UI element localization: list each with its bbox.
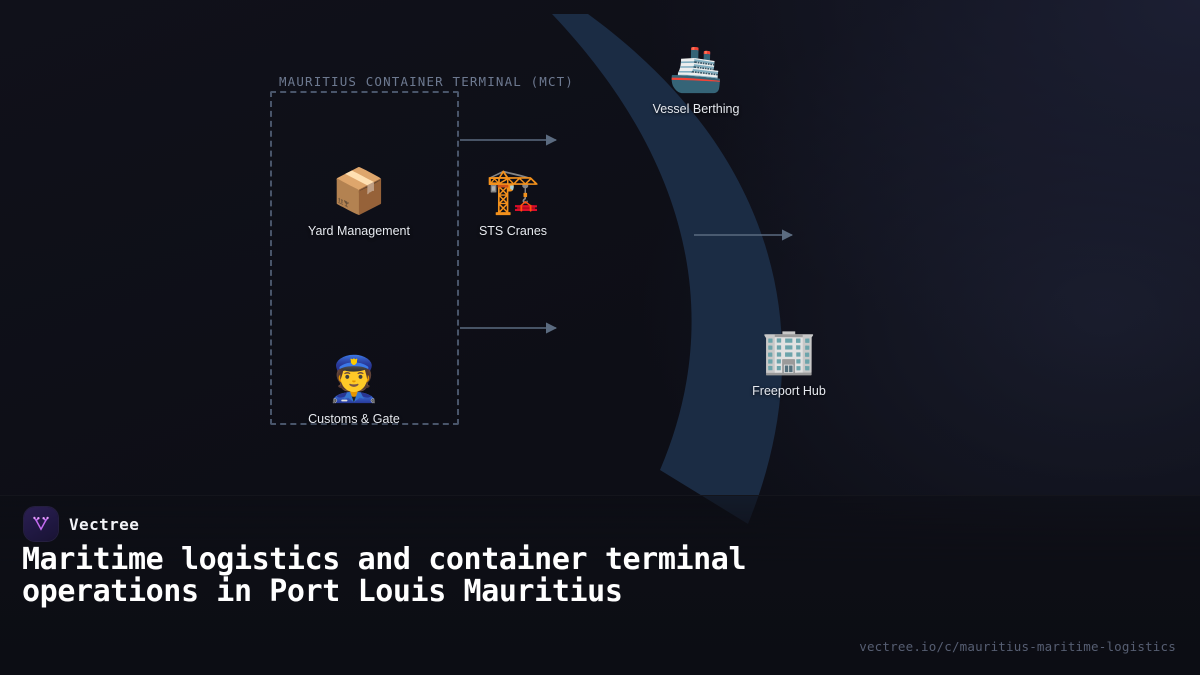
node-label-freeport-hub: Freeport Hub	[752, 384, 826, 398]
diagram-area: MAURITIUS CONTAINER TERMINAL (MCT) 📦 Yar…	[270, 44, 864, 426]
group-title-mct: MAURITIUS CONTAINER TERMINAL (MCT)	[279, 74, 574, 89]
node-label-yard-management: Yard Management	[308, 224, 410, 238]
brand-name: Vectree	[69, 514, 140, 534]
connector-arrows	[460, 134, 794, 334]
node-sts-cranes[interactable]: 🏗️ STS Cranes	[438, 166, 588, 238]
brand-block: Vectree	[24, 507, 139, 541]
node-vessel-berthing[interactable]: 🚢 Vessel Berthing	[621, 44, 771, 116]
footer-bar: Vectree Maritime logistics and container…	[0, 495, 1200, 675]
page-url: vectree.io/c/mauritius-maritime-logistic…	[859, 639, 1176, 654]
node-yard-management[interactable]: 📦 Yard Management	[284, 166, 434, 238]
office-building-icon: 🏢	[761, 326, 817, 377]
node-label-sts-cranes: STS Cranes	[478, 224, 548, 238]
node-freeport-hub[interactable]: 🏢 Freeport Hub	[714, 326, 864, 398]
vectree-logo-icon	[24, 507, 58, 541]
passenger-ship-icon: 🚢	[668, 44, 724, 95]
group-boundary-mct	[270, 91, 459, 425]
construction-crane-icon: 🏗️	[485, 166, 541, 217]
police-officer-icon: 👮	[326, 354, 382, 405]
page-headline: Maritime logistics and container termina…	[22, 542, 747, 609]
package-icon: 📦	[331, 166, 387, 217]
node-customs-gate[interactable]: 👮 Customs & Gate	[279, 354, 429, 426]
node-label-customs-gate: Customs & Gate	[308, 412, 400, 426]
node-label-vessel-berthing: Vessel Berthing	[652, 102, 740, 116]
vectree-mark-svg	[33, 516, 49, 531]
